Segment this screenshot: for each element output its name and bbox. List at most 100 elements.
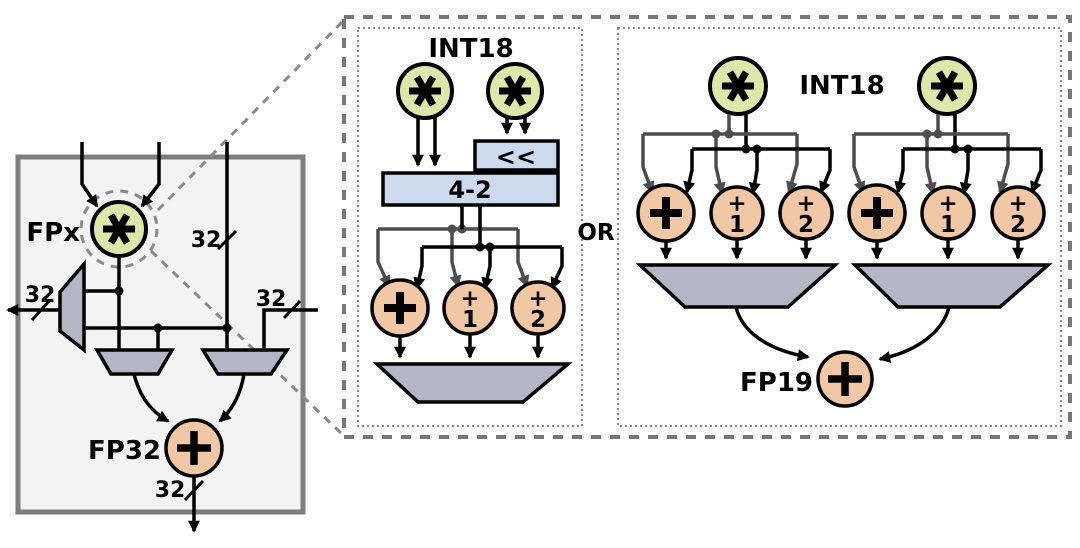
adder-plus2: + 2 [778, 185, 834, 241]
adder-circle [778, 185, 834, 241]
adder-plus [370, 278, 430, 338]
wire [481, 247, 494, 290]
fp32-label: FP32 [88, 436, 161, 466]
adder-plus [636, 183, 696, 243]
digit-glyph: 2 [798, 212, 814, 238]
int-multiplier-4 [917, 56, 977, 116]
plus-glyph: + [727, 191, 746, 217]
bus-width-slash [30, 298, 52, 322]
junction-dot [475, 242, 485, 252]
plus-glyph: + [796, 191, 815, 217]
compressor-block [381, 171, 560, 207]
digit-glyph: 1 [462, 307, 478, 333]
adder-circle [920, 185, 976, 241]
adder-plus [847, 183, 907, 243]
dual-panel-border [617, 27, 1062, 427]
left-panel-wires [6, 142, 318, 533]
plus-glyph: + [1008, 191, 1027, 217]
or-label: OR [577, 220, 615, 246]
adder-plus1: + 1 [442, 280, 498, 336]
int18-title-right: INT18 [799, 71, 884, 101]
bus32-in-label: 32 [256, 287, 287, 312]
junction-dot [114, 286, 124, 296]
black-routing-net [413, 205, 564, 290]
adder-plus1: + 1 [920, 185, 976, 241]
junction-dot [950, 144, 960, 154]
wire [516, 229, 530, 288]
result-mux [372, 362, 573, 404]
fp19-input-curve-left [734, 306, 810, 362]
result-mux-left [635, 263, 840, 309]
adder-plus2: + 2 [510, 280, 566, 336]
wire [786, 134, 799, 194]
wire [683, 149, 696, 194]
wire [713, 134, 726, 195]
adder-circle [442, 280, 498, 336]
int-multiplier-3 [708, 56, 768, 116]
digit-glyph: 2 [1010, 212, 1026, 238]
int-multiplier-1 [396, 62, 454, 120]
bus32-top-label: 32 [191, 228, 222, 253]
junction-dot [922, 129, 932, 139]
junction-dot [153, 323, 163, 333]
int18-title-mid: INT18 [428, 34, 513, 64]
int18-dual-option: INT18 [617, 27, 1062, 427]
bus32-in-wire [262, 308, 318, 350]
bus32-result-label: 32 [155, 478, 186, 503]
int-multiplier-2 [486, 62, 544, 120]
digit-glyph: 2 [530, 307, 546, 333]
plus-glyph: + [938, 191, 957, 217]
wire [997, 134, 1010, 194]
junction-dot [222, 323, 232, 333]
junction-dot [711, 129, 721, 139]
adder-plus1: + 1 [709, 185, 765, 241]
mult-adder-cluster-left: + 1 + 2 [635, 56, 840, 309]
adder-circle [510, 280, 566, 336]
shifter-label: << [496, 143, 536, 171]
bus-width-slash [183, 479, 205, 502]
wire [641, 134, 655, 194]
wire [413, 247, 426, 290]
plus-glyph: + [460, 286, 479, 312]
input-wire-a [80, 142, 99, 208]
result-mux-right [850, 263, 1053, 309]
operand-mux-b [199, 348, 291, 376]
junction-dot [724, 129, 734, 139]
bus-width-slash [216, 229, 238, 251]
wire [924, 134, 937, 195]
output-select-mux [58, 259, 86, 354]
digit-glyph: 1 [729, 212, 745, 238]
junction-dot [485, 242, 495, 252]
junction-dot [447, 224, 457, 234]
fp19-label: FP19 [740, 368, 813, 398]
adder-plus2: + 2 [990, 185, 1046, 241]
gray-routing-net [376, 224, 530, 288]
wire [959, 149, 972, 195]
wire [894, 149, 907, 194]
fpx-multiplier [90, 200, 148, 258]
wire [449, 229, 462, 288]
wire [1030, 149, 1043, 194]
magnify-circle [79, 189, 159, 269]
adder-circle [709, 185, 765, 241]
fp32-adder [164, 418, 224, 478]
digit-glyph: 1 [940, 212, 956, 238]
compressor-label: 4-2 [448, 176, 491, 204]
wire [748, 149, 761, 195]
plus-glyph: + [528, 286, 547, 312]
fp19-adder [816, 350, 874, 408]
fpx-label: FPx [26, 218, 80, 248]
adder-input-curve-left [132, 373, 170, 423]
bus-width-slash [282, 299, 302, 320]
input-wire-b [140, 142, 161, 208]
mult-adder-cluster-right: + 1 + 2 [847, 56, 1053, 309]
carry-save-panel-border [357, 27, 583, 427]
wire [550, 247, 564, 290]
junction-dot [752, 144, 762, 154]
shifter-block [473, 139, 560, 172]
adder-input-curve-right [218, 373, 246, 423]
junction-dot [741, 144, 751, 154]
int18-carry-save-option: INT18 << 4-2 [357, 27, 583, 427]
